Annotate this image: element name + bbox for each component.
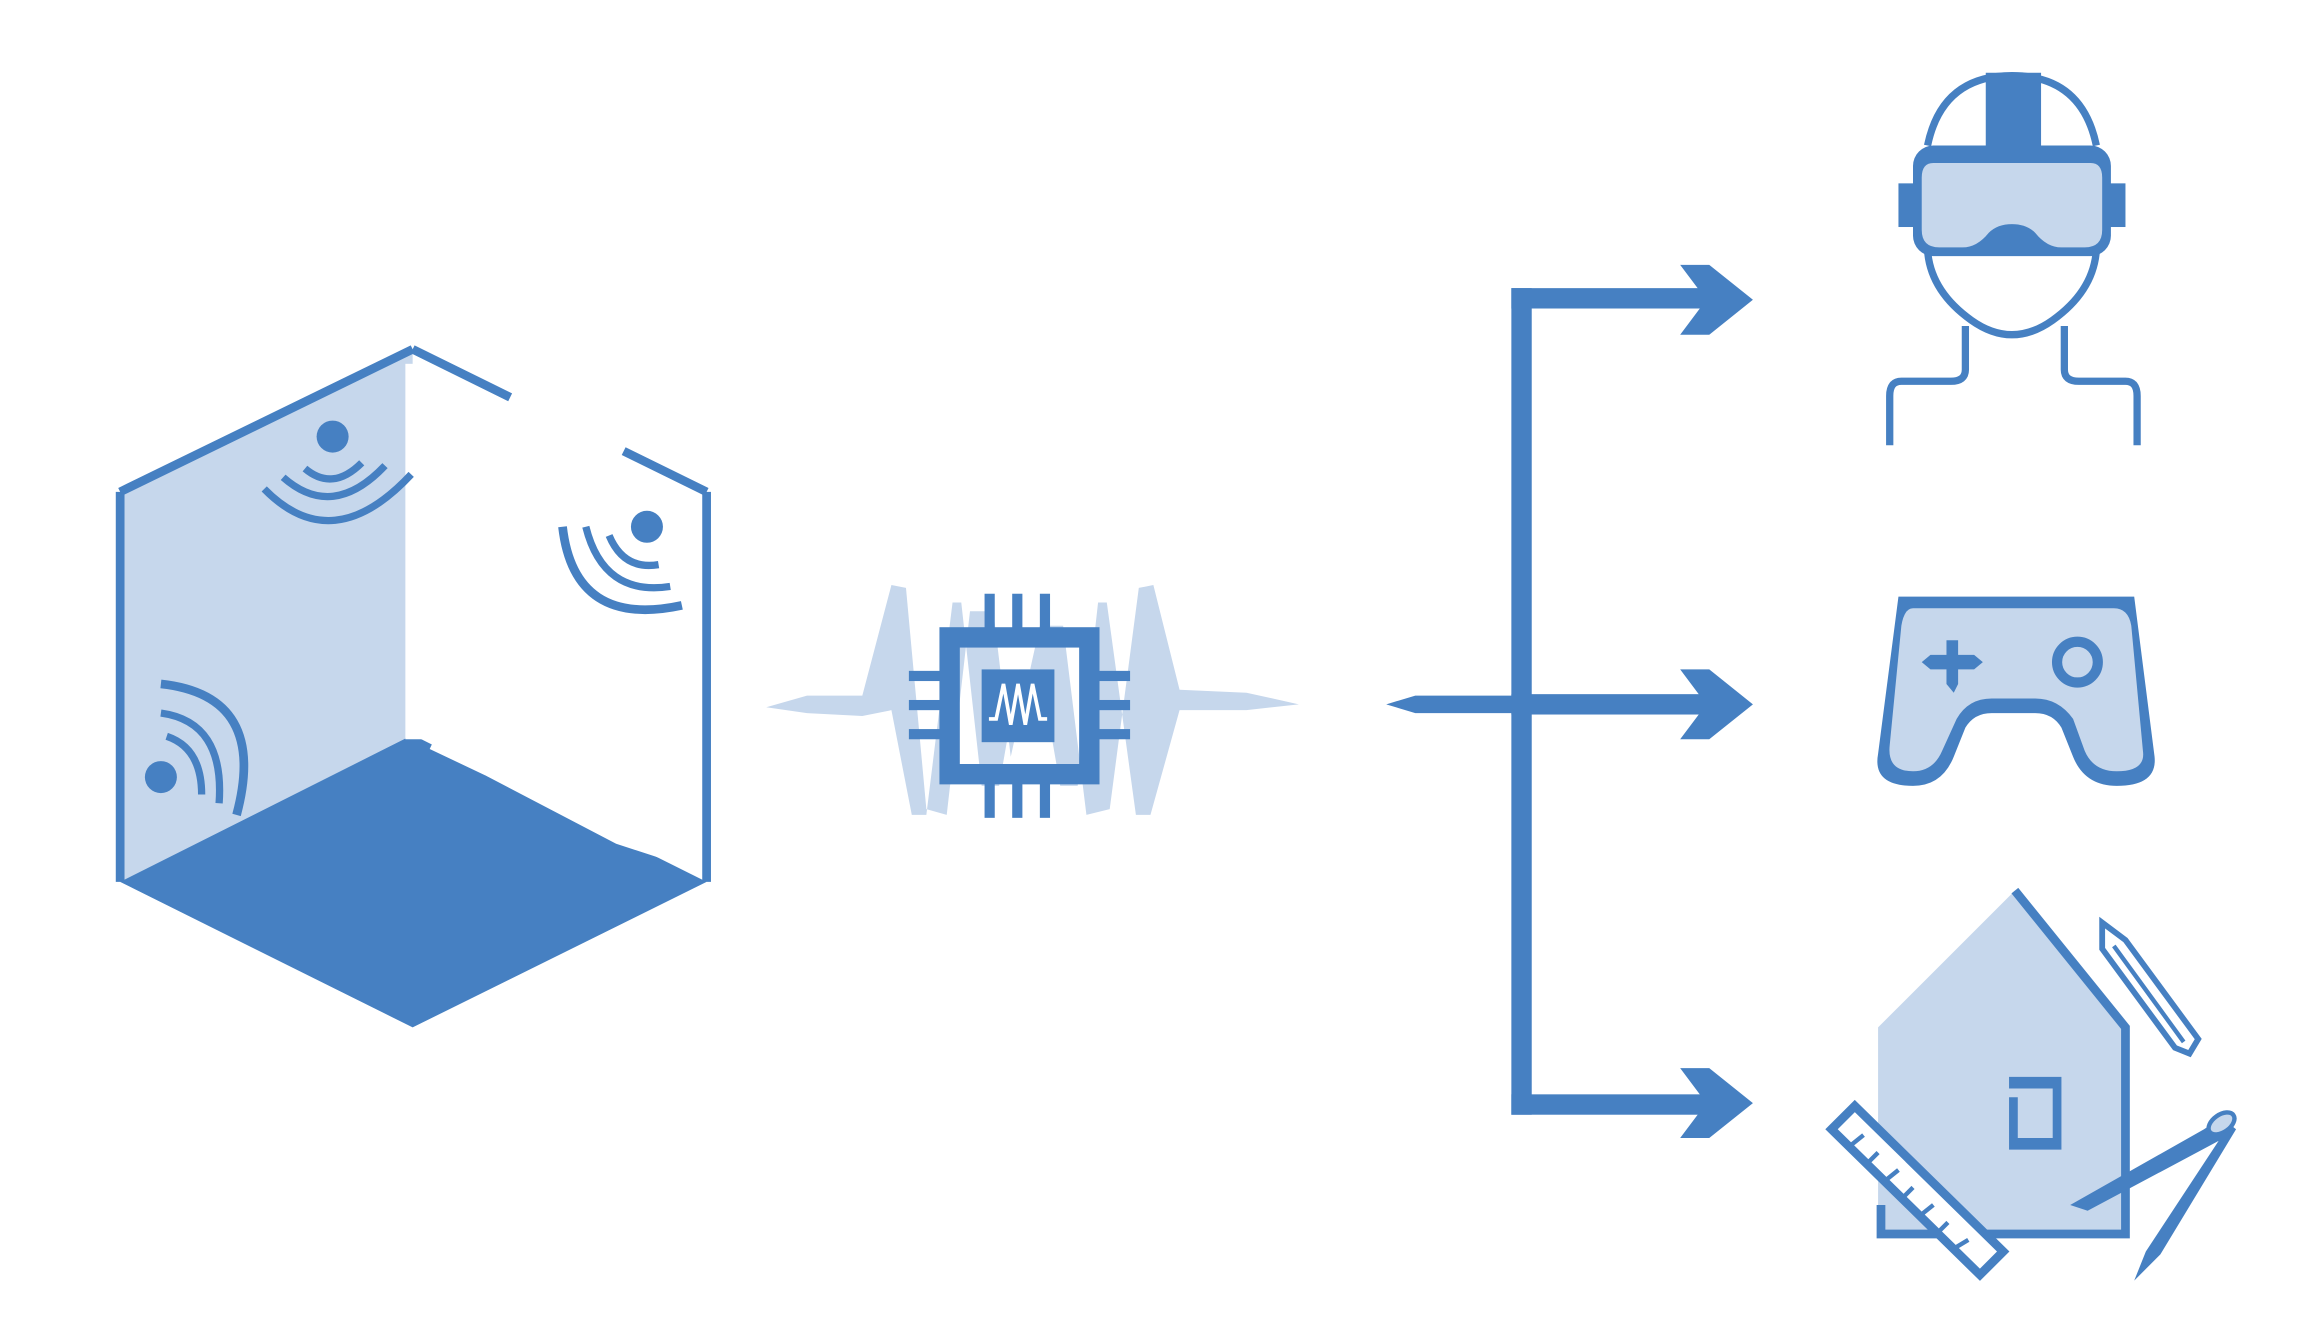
processor-group: [766, 585, 1299, 818]
branch-line-top: [1511, 288, 1708, 309]
processor-chip-icon: [908, 593, 1131, 818]
room-cube-with-speakers-icon: [115, 345, 711, 1028]
face-outline: [1923, 249, 2100, 339]
visor-side-left: [1898, 183, 1916, 228]
cube-floor-right-edge: [429, 741, 695, 869]
architecture-design-icon: [1825, 887, 2237, 1281]
cube-left-wall: [120, 349, 413, 882]
house-outline: [1876, 887, 2130, 1239]
headset-strap: [1985, 72, 2042, 146]
cube-top-left-edge: [118, 345, 415, 496]
visor-lens: [1921, 162, 2103, 248]
branch-line-bottom: [1511, 1094, 1708, 1115]
window-icon: [2009, 1076, 2062, 1150]
input-line: [1386, 695, 1521, 714]
arrow-head-top: [1680, 264, 1753, 335]
pen-icon: [2070, 1110, 2237, 1281]
waveform-icon: [988, 683, 1048, 726]
visor-side-right: [2108, 183, 2126, 228]
arrow-head-bottom: [1680, 1068, 1753, 1138]
shoulders-outline: [1886, 325, 1970, 446]
branch-line-middle: [1511, 694, 1708, 715]
dpad-icon: [1921, 640, 1983, 693]
speaker-wall-right-icon: [558, 510, 683, 614]
action-button-icon: [2051, 636, 2103, 688]
cube-corner-gap: [405, 363, 423, 740]
branch-arrows: [1386, 264, 1753, 1138]
cube-top-right-edge: [410, 345, 513, 402]
ruler-icon: [1825, 1099, 2010, 1281]
pencil-icon: [2099, 916, 2202, 1058]
gamepad-face: [1889, 608, 2144, 772]
signal-wave-icon: [766, 585, 1299, 815]
gamepad-icon: [1877, 596, 2155, 786]
shoulders-outline-right: [2060, 325, 2141, 446]
vr-headset-user-icon: [1886, 72, 2141, 446]
house-shape: [1878, 890, 2129, 1237]
speaker-wall-left-bottom-icon: [144, 679, 249, 817]
speaker-wall-left-top-icon: [261, 420, 414, 525]
arrow-head-middle: [1680, 669, 1753, 740]
cube-floor: [120, 734, 707, 1028]
cube-right-top-edge: [621, 447, 709, 496]
